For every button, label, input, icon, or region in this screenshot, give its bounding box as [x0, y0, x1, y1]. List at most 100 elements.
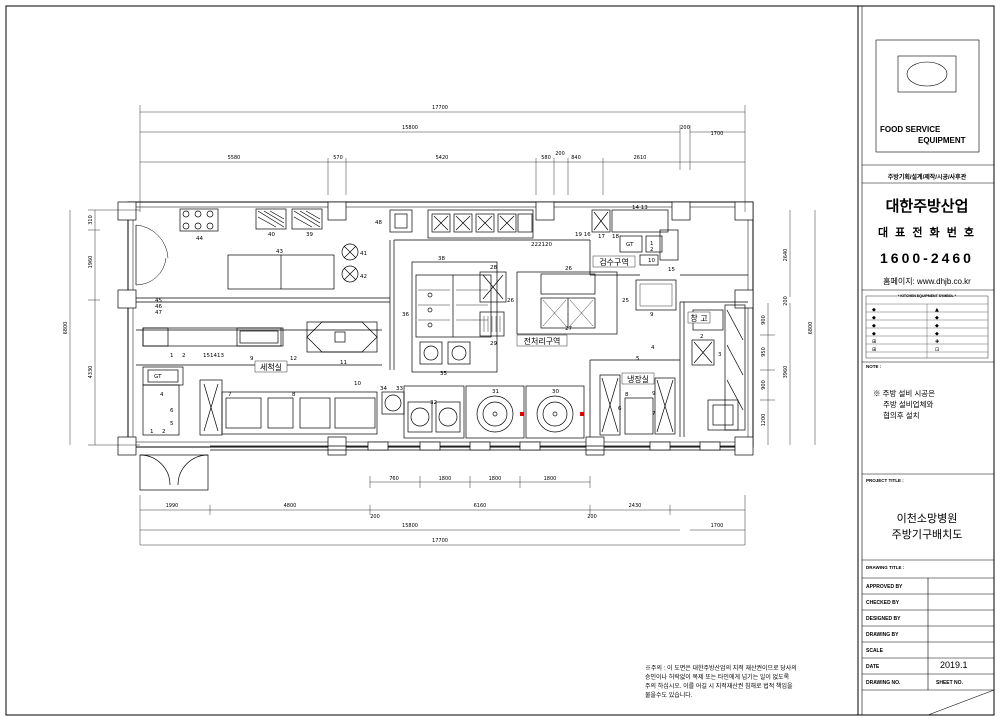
dim-bottom-main: 15800: [402, 523, 418, 529]
dim-left: 1960: [88, 256, 94, 269]
sheet-no-label: SHEET NO.: [936, 680, 963, 686]
equip-no: 18: [612, 234, 619, 240]
checked-by-label: CHECKED BY: [866, 600, 900, 606]
room-label-inspection: 검수구역: [599, 257, 628, 267]
dim-bottom: 1800: [439, 476, 452, 482]
symbol-glyph: ◆: [872, 323, 876, 329]
equip-no: 15: [668, 267, 675, 273]
symbol-glyph: ◆: [935, 331, 939, 337]
drawing-title-label: DRAWING TITLE :: [866, 565, 905, 570]
equip-no: 26: [507, 298, 514, 304]
project-title-line2: 주방기구배치도: [891, 529, 963, 541]
equip-no: 33: [396, 386, 403, 392]
dim-right: 900: [761, 315, 767, 325]
room-label-storage: 창 고: [690, 314, 707, 323]
equip-no: 10: [354, 381, 361, 387]
dim-seg: 840: [571, 155, 581, 161]
dim-seg: 200: [555, 151, 565, 157]
symbol-header: * KITCHEN EQUIPMENT SYMBOL *: [898, 294, 956, 298]
equip-no: 2: [700, 334, 704, 340]
designed-by-label: DESIGNED BY: [866, 616, 901, 622]
dim-bottom: 760: [389, 476, 399, 482]
equip-no: 17: [598, 234, 605, 240]
dim-top-gap: 200: [680, 125, 690, 131]
logo-line1: FOOD SERVICE: [880, 125, 941, 134]
equip-gt: GT: [154, 374, 162, 380]
equip-no: 19 16: [575, 232, 591, 238]
dim-right: 900: [761, 380, 767, 390]
equip-no: 2: [162, 429, 166, 435]
equip-no: 44: [196, 236, 203, 242]
date-value: 2019.1: [940, 660, 968, 670]
dim-bottom: 1800: [489, 476, 502, 482]
dim-right: 6800: [808, 322, 814, 335]
dim-seg: 570: [333, 155, 343, 161]
dim-seg: 5420: [436, 155, 449, 161]
dim-bottom: 2430: [629, 503, 642, 509]
date-label: DATE: [866, 664, 880, 670]
equip-no: 41: [360, 251, 367, 257]
equip-no: 9: [652, 391, 656, 397]
room-label-prep: 전처리구역: [524, 336, 561, 346]
dimension-texts: 17700 15800 200 1700 5580 570 5420 580 2…: [63, 105, 814, 544]
dim-seg: 580: [541, 155, 551, 161]
room-labels: 세척실 전처리구역 검수구역 냉장실 창 고: [254, 255, 711, 385]
equip-no: 5: [636, 356, 640, 362]
equip-no: 9: [250, 356, 254, 362]
equip-no: 151413: [203, 353, 224, 359]
scale-label: SCALE: [866, 648, 883, 654]
phone-label: 대 표 전 화 번 호: [877, 227, 976, 239]
equip-no: 43: [276, 249, 283, 255]
equip-no: 10: [648, 258, 655, 264]
equip-no: 40: [268, 232, 275, 238]
equip-no: 45: [155, 298, 162, 304]
equip-no: 30: [552, 389, 559, 395]
equip-no: 8: [625, 392, 629, 398]
project-title-label: PROJECT TITLE :: [866, 478, 904, 483]
dim-bottom: 6160: [474, 503, 487, 509]
symbol-glyph: ▲: [935, 307, 939, 313]
notice-line1: ※주의 : 이 도면은 대한주방산업의 지적 재산권이므로 당사의: [645, 666, 797, 672]
red-marker: [520, 412, 524, 416]
symbol-glyph: ◆: [872, 331, 876, 337]
equip-no: 26: [565, 266, 572, 272]
equip-gt: GT: [626, 242, 634, 248]
equip-no: 6: [170, 408, 174, 414]
project-title-line1: 이천소망병원: [896, 513, 958, 525]
notice-line4: 물을수도 있습니다.: [645, 693, 693, 699]
dimension-lines: [69, 105, 816, 546]
room-label-wash: 세척실: [260, 362, 282, 372]
services-text: 주방기획/설계/제작/시공/사후관: [887, 175, 967, 181]
dim-top-right: 1700: [711, 131, 724, 137]
symbol-glyph: ◆: [935, 315, 939, 321]
equip-no: 12: [290, 356, 297, 362]
equip-no: 7: [228, 392, 232, 398]
equip-no: 39: [306, 232, 313, 238]
equip-no: 8: [292, 392, 296, 398]
equip-no: 1: [150, 429, 154, 435]
equip-no: 9: [650, 312, 654, 318]
dim-bottom: 1800: [544, 476, 557, 482]
equip-no: 32: [430, 400, 437, 406]
equip-no: 222120: [531, 242, 552, 248]
dim-right: 1200: [761, 414, 767, 427]
equip-no: 14 13: [632, 205, 648, 211]
dim-top-main: 15800: [402, 125, 418, 131]
equip-no: 31: [492, 389, 499, 395]
dim-bottom: 4800: [284, 503, 297, 509]
equip-no: 1: [170, 353, 174, 359]
equip-no: 27: [565, 326, 572, 332]
logo-line2: EQUIPMENT: [918, 136, 966, 145]
approved-by-label: APPROVED BY: [866, 584, 903, 590]
notice-line3: 주의 하십시오. 이를 어길 시 지적재산권 침해로 법적 책임을: [645, 684, 793, 690]
equip-no: 2: [182, 353, 186, 359]
sheet-frame: [5, 5, 995, 716]
dim-left: 6800: [63, 322, 69, 335]
equip-no: 7: [652, 411, 656, 417]
symbol-glyph: ⊞: [872, 339, 876, 345]
dim-seg: 2610: [634, 155, 647, 161]
symbol-glyph: ⊡: [935, 347, 939, 353]
equip-no: 1: [650, 241, 654, 247]
symbol-glyphs: ◆ ◆ ◆ ◆ ⊞ ⊞ ▲ ◆ ◆ ◆ ✚ ⊡: [872, 307, 939, 353]
dim-seg: 5580: [228, 155, 241, 161]
